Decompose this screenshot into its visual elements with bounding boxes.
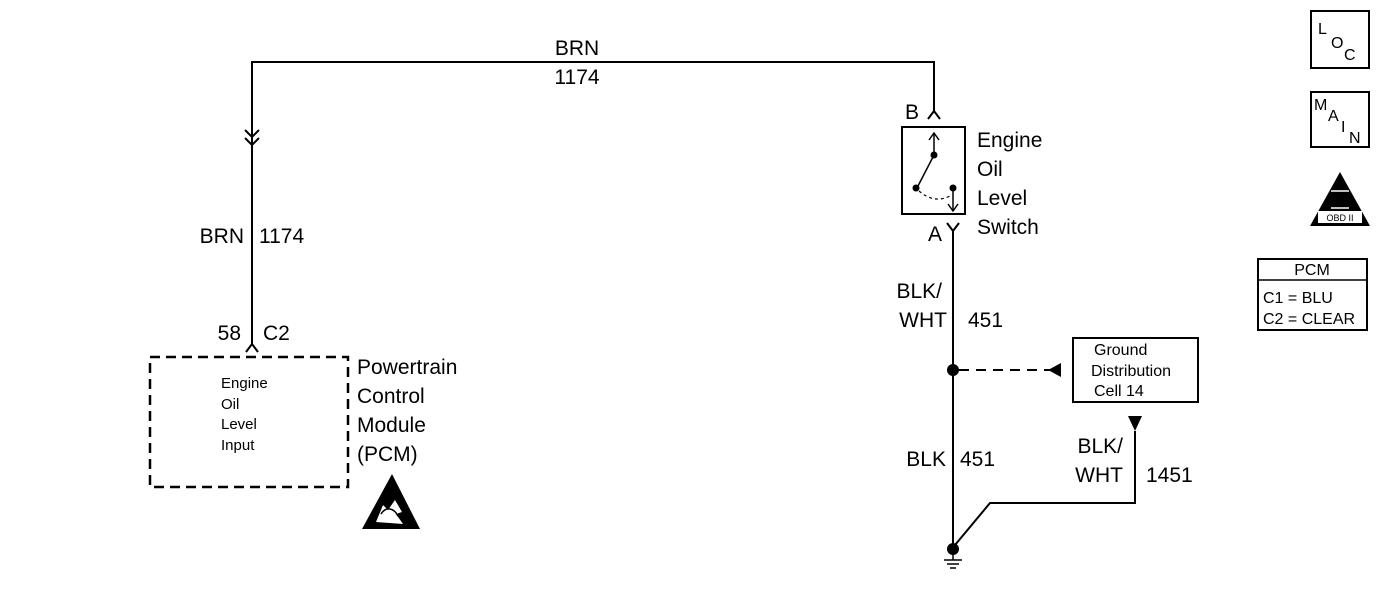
- pcm-connector-label: C2: [263, 322, 290, 345]
- splice-point: [947, 364, 959, 376]
- wire-right-lower-color: BLK: [906, 448, 946, 471]
- wire-right-upper-circuit: 451: [968, 309, 1003, 332]
- wire-right-upper-color-2: WHT: [899, 309, 947, 332]
- pcm-connector-chevron: [245, 342, 259, 353]
- ground-distribution-text-2: Distribution: [1091, 363, 1171, 380]
- ground-distribution-text-1: Ground: [1094, 342, 1147, 359]
- svg-text:A: A: [1328, 108, 1339, 125]
- wire-right-lower-circuit: 451: [960, 448, 995, 471]
- wire-top-circuit-label: 1174: [554, 66, 599, 89]
- pcm-name-4: (PCM): [357, 443, 418, 466]
- pcm-legend-c2: C2 = CLEAR: [1263, 311, 1355, 328]
- wire-right-upper-color-1: BLK/: [896, 280, 942, 303]
- pcm-inner-text-3: Level: [221, 416, 257, 433]
- obd-ii-icon: II OBD II: [1310, 172, 1370, 226]
- wire-left-circuit-label: 1174: [259, 225, 304, 248]
- pcm-inner-text-2: Oil: [221, 396, 239, 413]
- pcm-legend-c1: C1 = BLU: [1263, 290, 1333, 307]
- ground-distribution-box: [1072, 337, 1199, 403]
- wire-left-color-label: BRN: [200, 225, 244, 248]
- pcm-name-3: Module: [357, 414, 426, 437]
- pcm-inner-text-4: Input: [221, 437, 255, 454]
- svg-text:M: M: [1314, 97, 1327, 114]
- main-icon: M A I N: [1310, 91, 1370, 148]
- loc-icon: L O C: [1310, 10, 1370, 69]
- wire-ground-branch-color-1: BLK/: [1077, 435, 1123, 458]
- wire-ground-branch-circuit: 1451: [1146, 464, 1193, 487]
- wire-ground-branch-color-2: WHT: [1075, 464, 1123, 487]
- svg-text:C: C: [1344, 47, 1356, 64]
- wire-blk-wht-1451: [954, 431, 1136, 546]
- ground-distribution-text-3: Cell 14: [1094, 383, 1144, 400]
- esd-warning-icon: [362, 474, 420, 529]
- switch-symbol: [912, 131, 959, 213]
- wire-brn-1174-top: [251, 61, 935, 142]
- switch-terminal-a-label: A: [928, 223, 942, 246]
- wire-top-color-label: BRN: [555, 37, 599, 60]
- pcm-name-1: Powertrain: [357, 356, 457, 379]
- switch-terminal-b-label: B: [905, 101, 919, 124]
- switch-name-1: Engine: [977, 129, 1042, 152]
- pcm-name-2: Control: [357, 385, 425, 408]
- svg-text:L: L: [1318, 21, 1327, 38]
- svg-text:OBD II: OBD II: [1326, 213, 1353, 223]
- svg-text:I: I: [1341, 119, 1345, 136]
- switch-name-4: Switch: [977, 216, 1039, 239]
- svg-text:II: II: [1335, 190, 1345, 210]
- svg-text:O: O: [1331, 35, 1343, 52]
- pcm-connector-legend: PCM C1 = BLU C2 = CLEAR: [1257, 258, 1368, 331]
- switch-terminal-b-chevron: [927, 109, 941, 120]
- switch-terminal-a-chevron: [946, 222, 960, 233]
- chassis-ground-icon: [944, 543, 962, 569]
- pcm-pin-label: 58: [218, 322, 241, 345]
- pcm-inner-text-1: Engine: [221, 375, 268, 392]
- switch-name-2: Oil: [977, 158, 1003, 181]
- svg-text:N: N: [1349, 130, 1361, 147]
- switch-name-3: Level: [977, 187, 1027, 210]
- ground-reference-arrow: [1048, 363, 1061, 377]
- pcm-legend-title: PCM: [1294, 262, 1330, 279]
- pcm-box: [148, 355, 350, 489]
- ground-branch-arrow: [1128, 416, 1142, 431]
